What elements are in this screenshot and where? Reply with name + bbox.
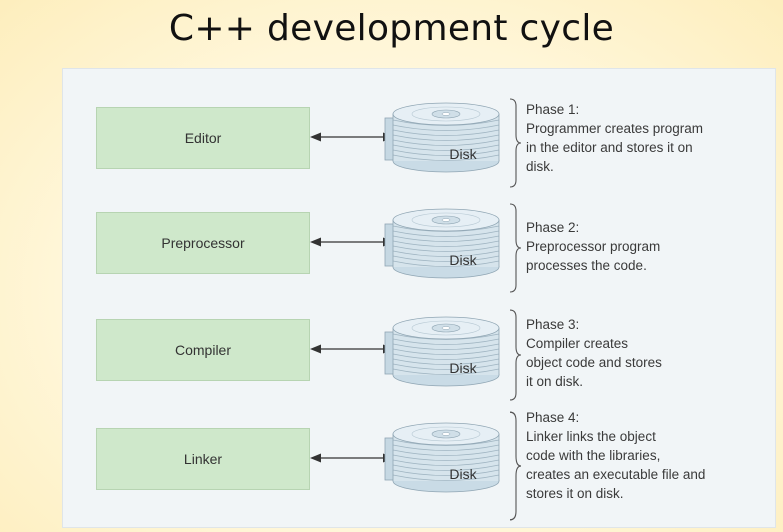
disk-label: Disk bbox=[449, 360, 477, 376]
stage-editor: Editor bbox=[96, 107, 310, 169]
page-title: C++ development cycle bbox=[168, 8, 615, 49]
brace-icon bbox=[509, 203, 522, 293]
brace-icon bbox=[509, 411, 522, 521]
phase-2-description: Phase 2: Preprocessor program processes … bbox=[526, 218, 774, 275]
brace-icon bbox=[509, 309, 522, 401]
phase-line: in the editor and stores it on bbox=[526, 140, 693, 155]
disk-label: Disk bbox=[449, 252, 477, 268]
phase-line: processes the code. bbox=[526, 258, 647, 273]
disk-icon bbox=[384, 102, 500, 173]
phase-line: Phase 3: bbox=[526, 317, 580, 332]
phase-line: Phase 4: bbox=[526, 410, 580, 425]
disk-label: Disk bbox=[449, 466, 477, 482]
double-arrow-icon bbox=[310, 453, 394, 463]
disk-icon bbox=[384, 422, 500, 493]
phase-line: code with the libraries, bbox=[526, 448, 661, 463]
phase-line: disk. bbox=[526, 159, 554, 174]
phase-line: Phase 1: bbox=[526, 102, 580, 117]
stage-compiler: Compiler bbox=[96, 319, 310, 381]
stage-preprocessor: Preprocessor bbox=[96, 212, 310, 274]
double-arrow-icon bbox=[310, 237, 394, 247]
disk-icon bbox=[384, 208, 500, 279]
brace-icon bbox=[509, 98, 522, 188]
phase-line: Compiler creates bbox=[526, 336, 629, 351]
phase-line: Linker links the object bbox=[526, 429, 656, 444]
disk-icon bbox=[384, 316, 500, 387]
disk-label: Disk bbox=[449, 146, 477, 162]
phase-line: it on disk. bbox=[526, 374, 584, 389]
stage-linker: Linker bbox=[96, 428, 310, 490]
phase-line: creates an executable file and bbox=[526, 467, 706, 482]
phase-line: object code and stores bbox=[526, 355, 662, 370]
phase-line: Preprocessor program bbox=[526, 239, 661, 254]
double-arrow-icon bbox=[310, 132, 394, 142]
phase-4-description: Phase 4: Linker links the object code wi… bbox=[526, 408, 774, 503]
phase-line: Programmer creates program bbox=[526, 121, 704, 136]
phase-line: Phase 2: bbox=[526, 220, 580, 235]
phase-3-description: Phase 3: Compiler creates object code an… bbox=[526, 315, 774, 391]
phase-1-description: Phase 1: Programmer creates program in t… bbox=[526, 100, 774, 176]
double-arrow-icon bbox=[310, 344, 394, 354]
phase-line: stores it on disk. bbox=[526, 486, 624, 501]
